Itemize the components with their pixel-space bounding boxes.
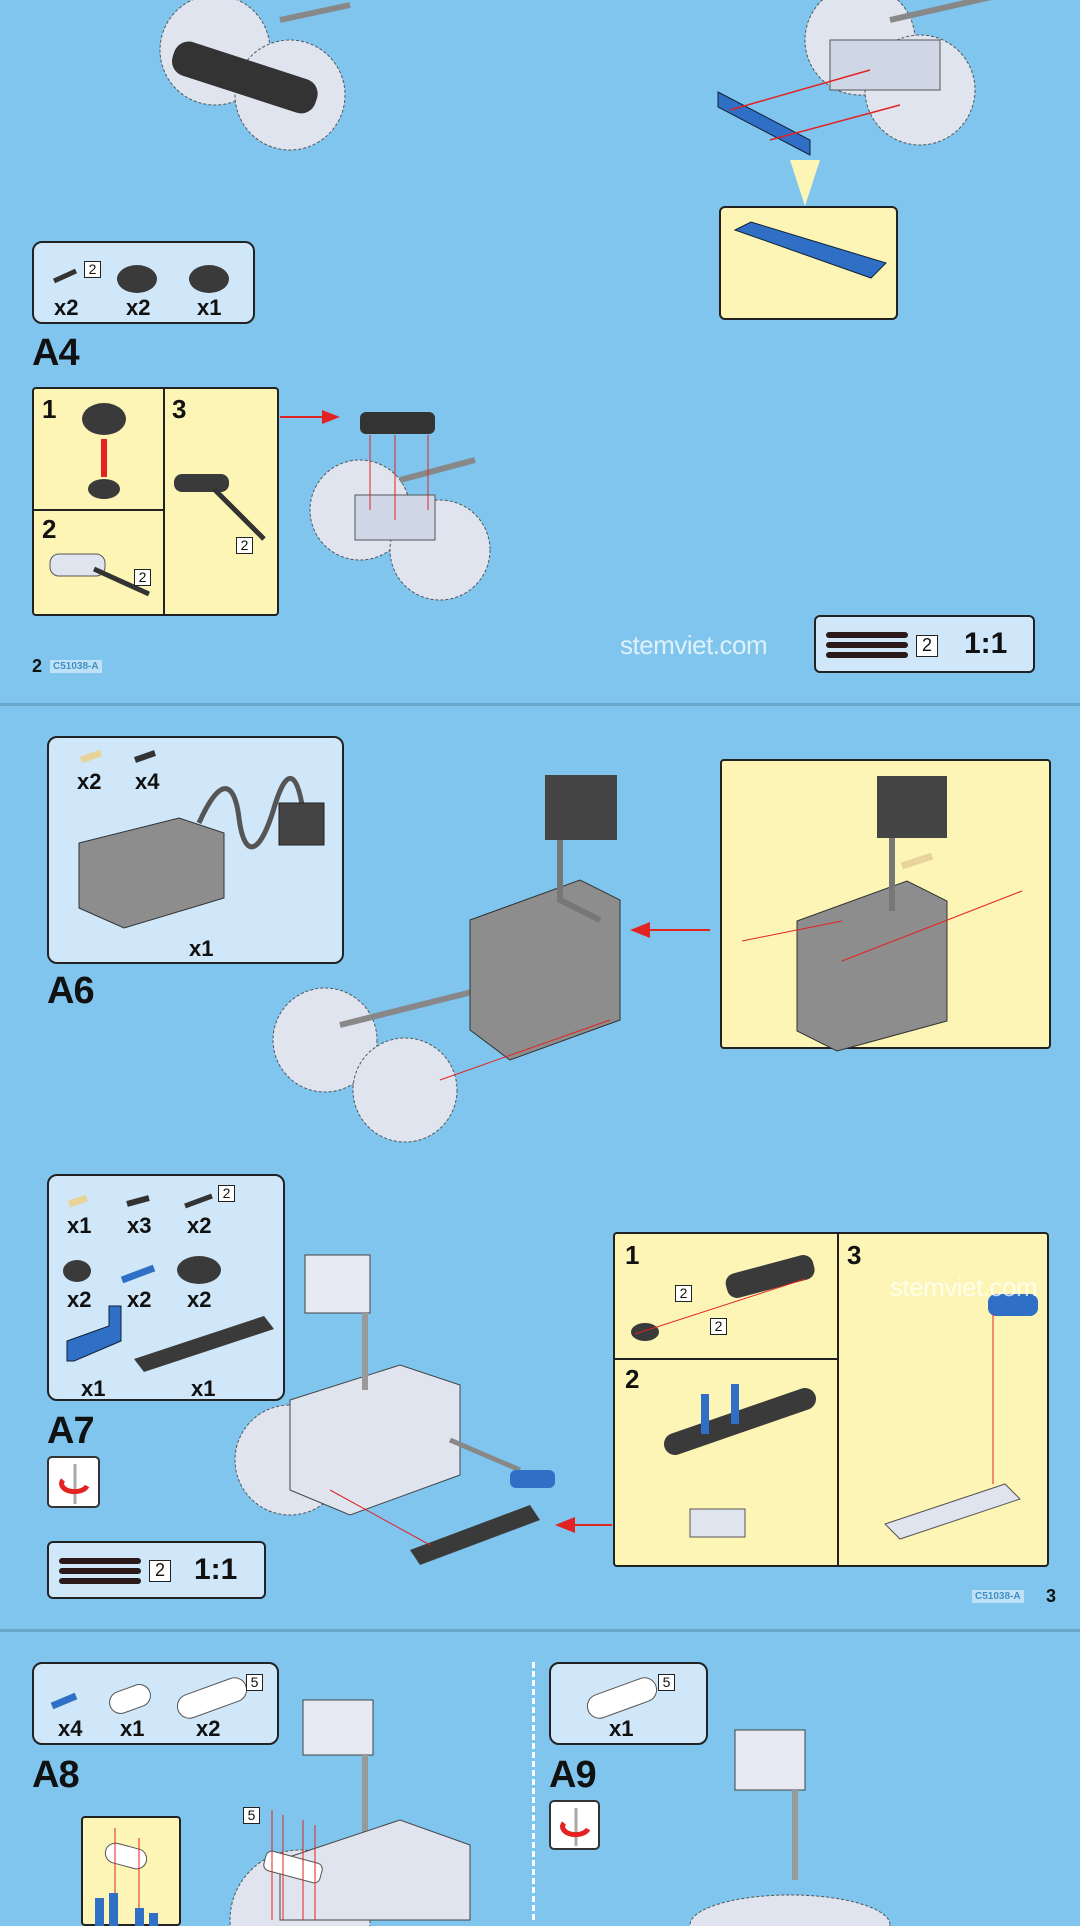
model-a7-assembly <box>234 1254 612 1565</box>
length-tag: 5 <box>658 1674 675 1691</box>
arrow-icon <box>280 410 340 424</box>
page-divider <box>0 703 1080 706</box>
substep-panel-a7: 1 3 2 2 2 <box>613 1232 1049 1567</box>
page-number: 2 <box>32 656 43 676</box>
part-count: x4 <box>58 1716 83 1741</box>
watermark: stemviet.com <box>890 1272 1038 1302</box>
length-tag: 2 <box>149 1560 171 1582</box>
length-tag: 2 <box>710 1318 727 1335</box>
connector-part-icon <box>117 265 157 293</box>
motor-pins-illustration <box>741 776 1023 1052</box>
part-count: x1 <box>609 1716 634 1741</box>
substep-number: 1 <box>625 1240 640 1270</box>
length-tag: 2 <box>675 1285 692 1302</box>
parts-box-a7: 2 x1 x3 x2 x2 x2 x2 x1 x1 <box>47 1174 285 1401</box>
step-label: A6 <box>47 970 95 1012</box>
part-count: x2 <box>196 1716 221 1741</box>
connector-part-icon <box>189 265 229 293</box>
beam-icon <box>586 1677 658 1719</box>
part-count: x2 <box>127 1287 152 1312</box>
parts-box-a8: 5 x4 x1 x2 <box>32 1662 279 1745</box>
model-a6-assembly <box>272 775 710 1143</box>
callout-motor-pins <box>720 759 1051 1052</box>
scale-ratio: 1:1 <box>194 1553 238 1586</box>
a8-parts-icons <box>50 1677 248 1719</box>
substep-number: 3 <box>847 1240 862 1270</box>
substep-number: 3 <box>172 394 187 424</box>
step-label: A8 <box>32 1754 80 1796</box>
model-gear-assembly-top-right <box>717 0 992 206</box>
length-tag: 2 <box>84 261 101 278</box>
page-number: 3 <box>1046 1586 1057 1606</box>
step-label: A4 <box>32 332 80 374</box>
document-code: C51038-A <box>50 660 102 673</box>
step-label: A7 <box>47 1410 95 1452</box>
part-count: x2 <box>126 295 151 320</box>
substep-number: 1 <box>42 394 57 424</box>
substep-parts-illustration <box>49 403 266 597</box>
callout-plate-detail <box>719 206 898 320</box>
length-tag: 2 <box>916 635 938 657</box>
parts-box-a9: 5 x1 <box>549 1662 708 1745</box>
callout-a8-beam <box>81 1816 181 1926</box>
part-count: x2 <box>54 295 79 320</box>
blue-plate-icon <box>733 221 887 279</box>
length-tag: 5 <box>246 1674 263 1691</box>
substep-number: 2 <box>42 514 57 544</box>
motor-with-sensor-icon <box>78 776 325 929</box>
beam-pins-illustration <box>95 1828 158 1926</box>
model-gear-assembly-top-left <box>159 0 351 151</box>
substep-number: 2 <box>625 1364 640 1394</box>
scale-ratio: 1:1 <box>964 627 1008 660</box>
length-tag: 2 <box>134 569 151 586</box>
rotate-model-icon <box>47 1456 100 1508</box>
part-count: x3 <box>127 1213 152 1238</box>
dashed-step-divider <box>532 1662 535 1920</box>
length-tag: 5 <box>243 1807 260 1824</box>
watermark: stemviet.com <box>620 630 768 660</box>
scale-box: 2 1:1 <box>47 1541 266 1599</box>
parts-box-a6: x2 x4 x1 <box>47 736 344 964</box>
part-count: x2 <box>67 1287 92 1312</box>
rotate-model-icon <box>549 1800 600 1850</box>
part-count: x2 <box>187 1213 212 1238</box>
length-tag: 2 <box>236 537 253 554</box>
length-tag: 2 <box>218 1185 235 1202</box>
axle-pin-icon <box>52 268 78 284</box>
substep-panel-a4: 1 3 2 2 2 <box>32 387 279 616</box>
part-count: x1 <box>120 1716 145 1741</box>
part-count: x1 <box>189 936 214 961</box>
part-count: x4 <box>135 769 160 794</box>
a7-substeps-illustration <box>631 1255 1038 1540</box>
document-code: C51038-A <box>972 1590 1024 1603</box>
a7-parts-icons <box>63 1193 274 1372</box>
part-count: x2 <box>187 1287 212 1312</box>
model-a8-assembly <box>229 1699 471 1926</box>
pin-icon <box>79 749 156 764</box>
scale-box: 2 1:1 <box>814 615 1035 673</box>
parts-box-a4: 2 x2 x2 x1 <box>32 241 255 324</box>
part-count: x1 <box>67 1213 92 1238</box>
model-a9-assembly <box>689 1729 891 1926</box>
part-count: x1 <box>191 1376 216 1401</box>
model-a4-assembly <box>309 412 491 601</box>
part-count: x1 <box>81 1376 106 1401</box>
step-label: A9 <box>549 1754 597 1796</box>
part-count: x1 <box>197 295 222 320</box>
part-count: x2 <box>77 769 102 794</box>
page-divider <box>0 1629 1080 1632</box>
